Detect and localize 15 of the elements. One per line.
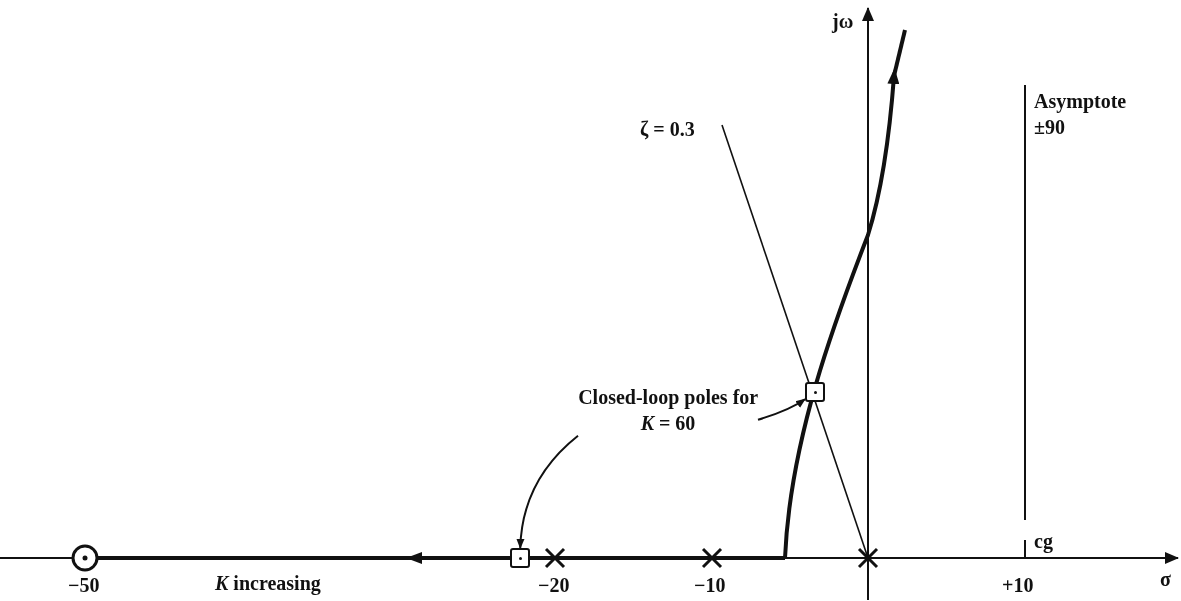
leader-arrow: [516, 434, 579, 549]
closed-loop-pole-marker: [510, 548, 530, 568]
closed-loop-pole-marker: [805, 382, 825, 402]
axis-label: jω: [832, 9, 854, 34]
axis-label: −20: [538, 573, 570, 598]
axis-label: σ: [1160, 567, 1171, 592]
callout-text: Closed-loop poles for K = 60: [578, 382, 758, 438]
axis-label: Asymptote ±90: [1034, 89, 1128, 140]
axis-label: +10: [1002, 573, 1034, 598]
leader-arrow: [757, 398, 806, 421]
axis-label: ζ = 0.3: [640, 117, 695, 142]
axis-label: cg: [1034, 529, 1053, 554]
axis-label: −10: [694, 573, 726, 598]
axis-label: K increasing: [215, 571, 321, 596]
axis-label: −50: [68, 573, 100, 598]
